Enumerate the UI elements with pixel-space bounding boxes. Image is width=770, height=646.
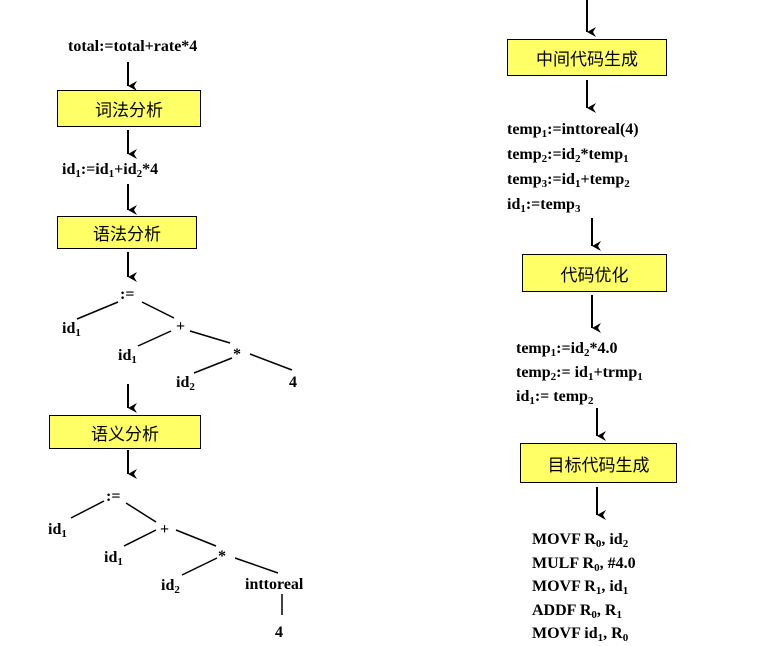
tree1-plus-node: + xyxy=(176,318,186,335)
tree2-four-node: 4 xyxy=(275,624,283,641)
lexical-analysis-box: 词法分析 xyxy=(57,90,201,127)
tree2-edge-assign-id1 xyxy=(70,500,105,519)
tree-edges xyxy=(70,301,293,615)
tree1-mul-node: * xyxy=(233,346,241,363)
intermediate-code-generation-box: 中间代码生成 xyxy=(507,39,667,76)
tree1-edge-plus-mul xyxy=(189,330,231,344)
tree1-edge-mul-id2 xyxy=(193,357,233,374)
tree2-edge-mul-conv xyxy=(234,557,279,574)
tree2-inttoreal-node: inttoreal xyxy=(245,576,304,593)
tree1-id1-node: id1 xyxy=(62,320,81,339)
tree2-plus-node: + xyxy=(160,521,170,538)
code-line: MULF R0, #4.0 xyxy=(532,554,636,574)
code-line: ADDF R0, R1 xyxy=(532,601,622,621)
code-line: temp1:=id2*4.0 xyxy=(516,340,618,359)
tree1-assign-node: := xyxy=(120,286,135,303)
tree1-four-node: 4 xyxy=(289,374,297,391)
code-line: temp1:=inttoreal(4) xyxy=(507,121,639,140)
tree2-id1-node: id1 xyxy=(48,521,67,540)
tree2-assign-node: := xyxy=(106,488,121,505)
tree2-edge-mul-id2 xyxy=(181,557,218,576)
token-sequence: id1:=id1+id2*4 xyxy=(62,161,159,180)
tree2-id2-node: id2 xyxy=(161,577,180,596)
code-line: temp3:=id1+temp2 xyxy=(507,171,630,190)
code-line: MOVF id1, R0 xyxy=(532,625,629,644)
flow-arrows xyxy=(127,0,606,520)
code-line: MOVF R1, id1 xyxy=(532,578,629,597)
tree1-id1b-node: id1 xyxy=(118,347,137,366)
code-line: temp2:= id1+trmp1 xyxy=(516,364,643,383)
tree1-edge-plus-id1 xyxy=(137,330,172,347)
code-optimization-box: 代码优化 xyxy=(522,254,667,292)
code-line: id1:=temp3 xyxy=(507,196,581,215)
tree2-edge-assign-plus xyxy=(125,502,157,523)
code-line: id1:= temp2 xyxy=(516,388,594,407)
tree1-edge-assign-id1 xyxy=(76,301,119,320)
optimized-code-block: temp1:=id2*4.0 temp2:= id1+trmp1 id1:= tem… xyxy=(516,337,643,409)
tree1-edge-assign-plus xyxy=(141,301,175,319)
tree2-edge-plus-mul xyxy=(175,529,217,547)
semantic-analysis-box: 语义分析 xyxy=(49,415,201,449)
code-line: MOVF R0, id2 xyxy=(532,531,629,550)
tree2-mul-node: * xyxy=(218,548,226,565)
syntax-analysis-box: 语法分析 xyxy=(57,216,197,249)
tree1-edge-mul-4 xyxy=(249,353,293,371)
intermediate-code-block: temp1:=inttoreal(4) temp2:=id2*temp1 temp3… xyxy=(507,117,639,217)
target-code-generation-box: 目标代码生成 xyxy=(520,443,677,483)
code-line: temp2:=id2*temp1 xyxy=(507,146,629,165)
source-statement: total:=total+rate*4 xyxy=(68,38,198,55)
tree2-id1b-node: id1 xyxy=(104,549,123,568)
tree1-id2-node: id2 xyxy=(176,374,195,393)
tree2-edge-plus-id1 xyxy=(123,529,157,547)
